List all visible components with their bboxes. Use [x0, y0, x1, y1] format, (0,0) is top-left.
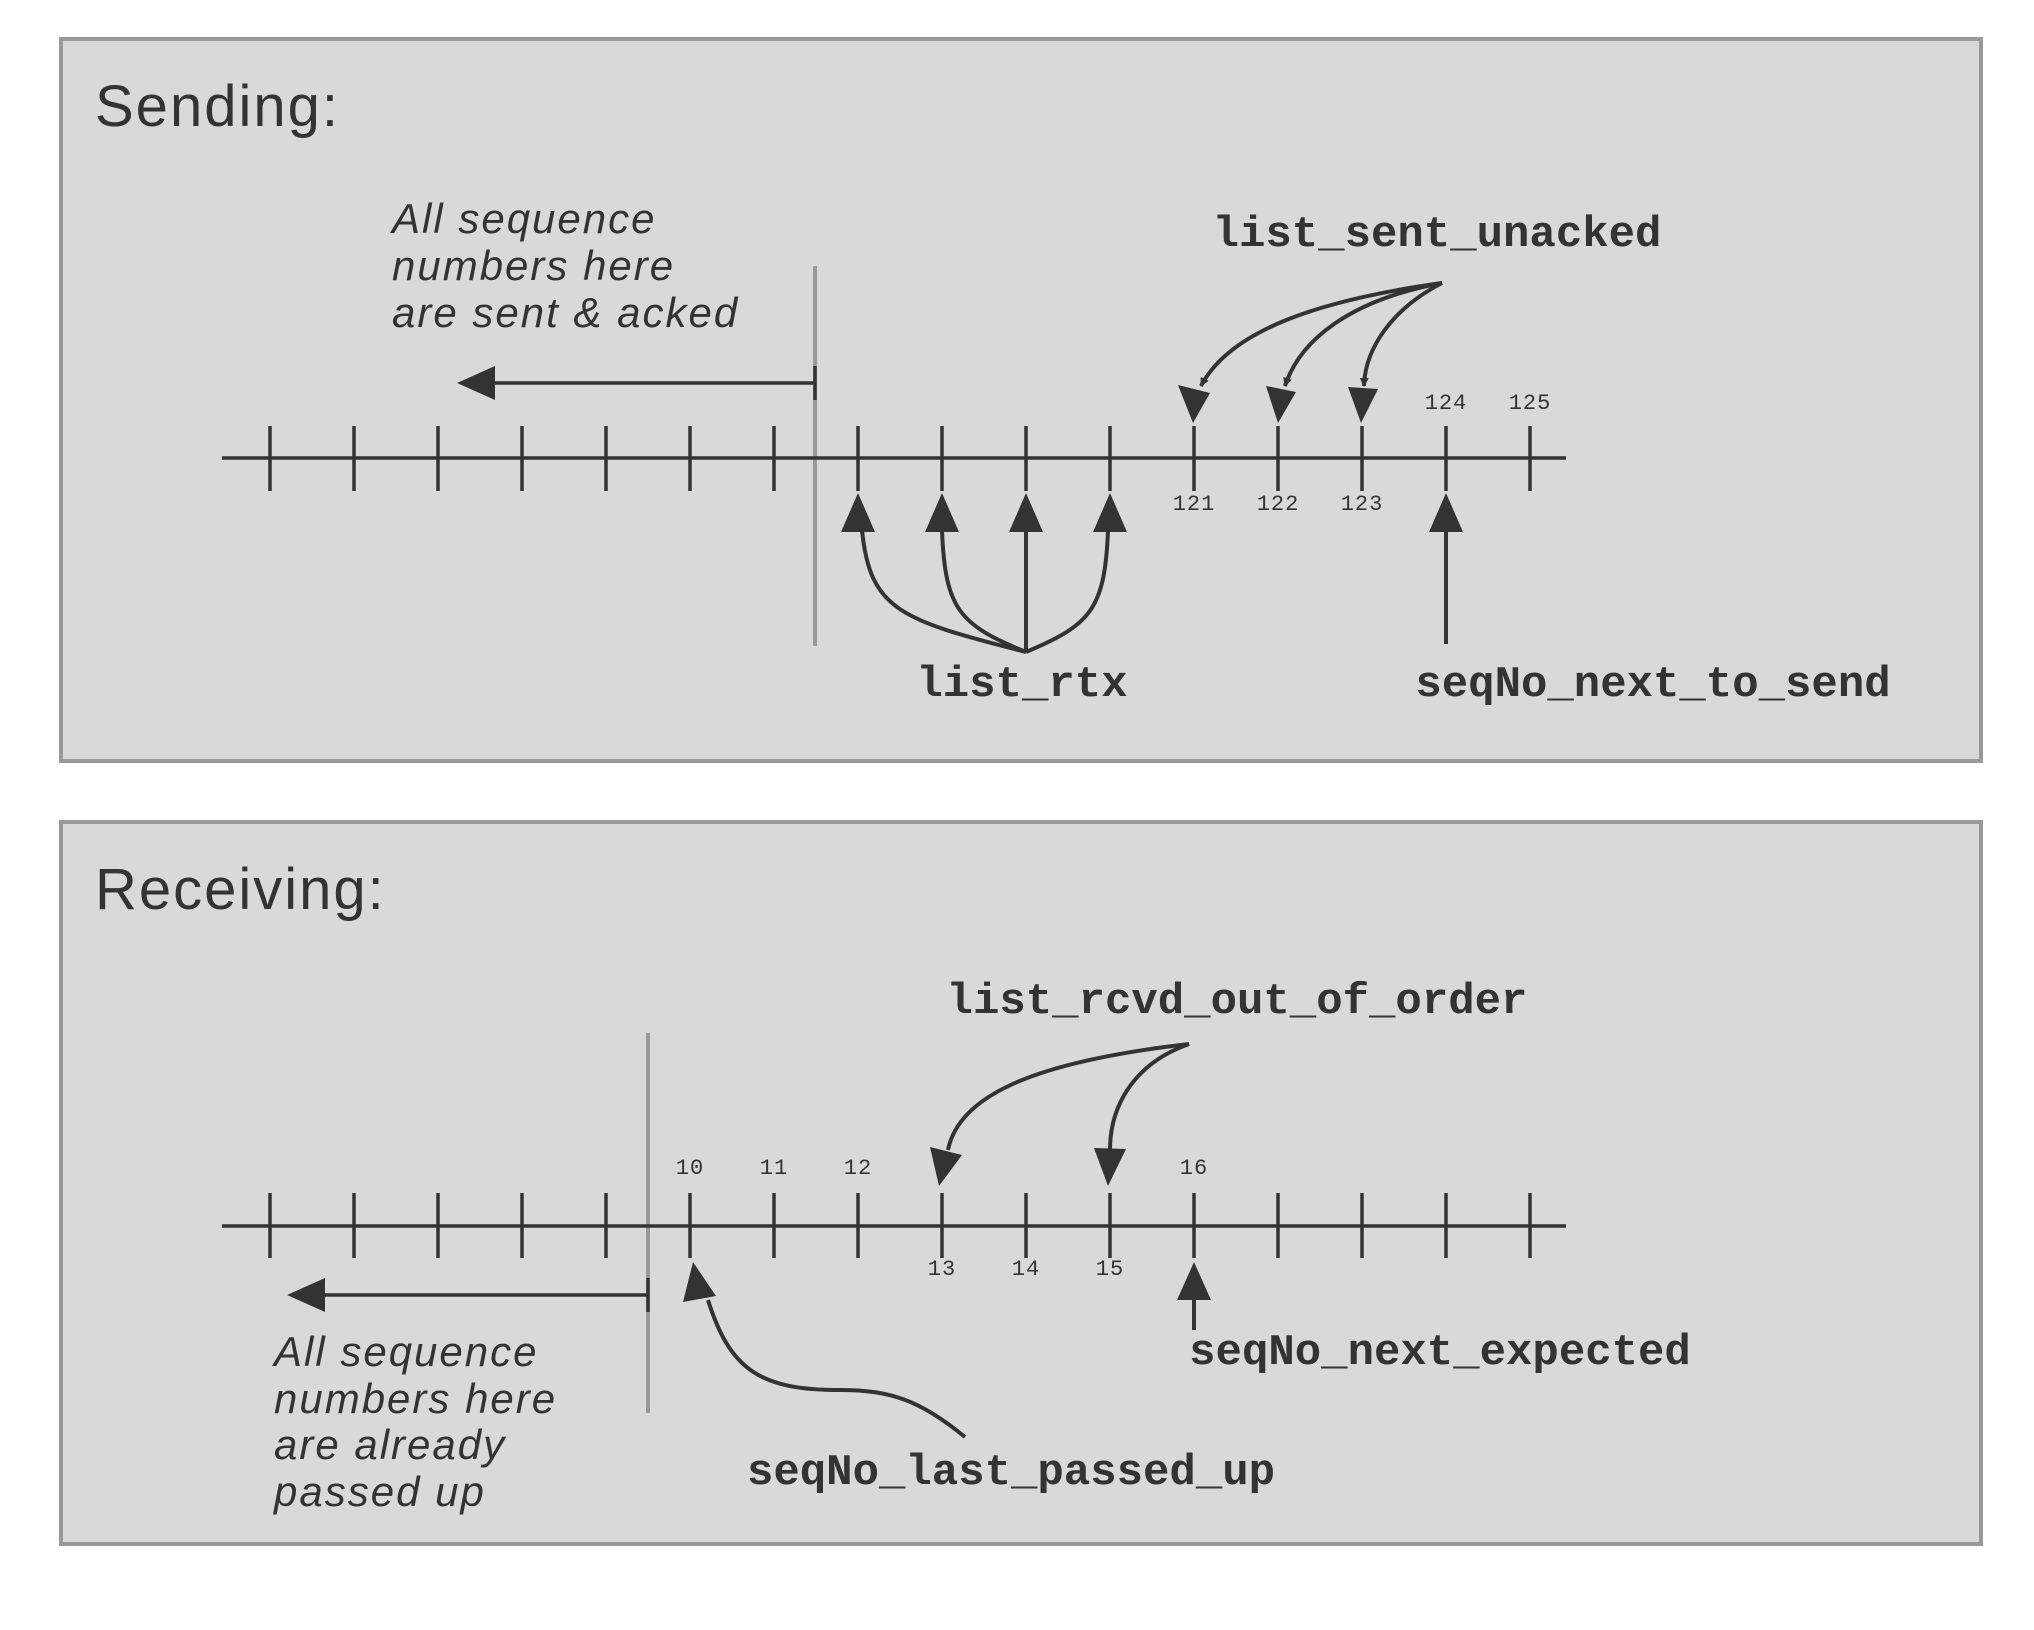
receiving-note-line: numbers here: [274, 1375, 557, 1422]
next-expected-arrowhead: [1177, 1262, 1211, 1300]
rtx-arrowhead: [1093, 493, 1127, 532]
sending-title: Sending:: [95, 74, 340, 139]
sending-note-line: are sent & acked: [392, 289, 739, 336]
receiving-panel-background: [59, 820, 1983, 1546]
receiving-ticks: [268, 1193, 1532, 1258]
sent-unacked-pointer: [1359, 281, 1443, 387]
sending-panel-background: [59, 37, 1983, 763]
sending-ticks: [268, 426, 1532, 491]
seqno-last-passed-up-label: seqNo_last_passed_up: [747, 1448, 1275, 1498]
sending-panel: Sending: All sequence numbers here are s…: [59, 37, 1983, 763]
rtx-arrowhead: [841, 493, 875, 532]
sent-unacked-arrowhead: [1266, 386, 1296, 423]
sent-unacked-pointer: [1283, 281, 1443, 387]
receiving-tick-label: 11: [760, 1156, 788, 1181]
receiving-passed-arrowhead: [287, 1278, 325, 1312]
rtx-pointer: [940, 529, 1027, 654]
out-of-order-arrowhead: [930, 1147, 962, 1186]
list-rcvd-out-of-order-label: list_rcvd_out_of_order: [947, 977, 1528, 1027]
rtx-arrowhead: [925, 493, 959, 532]
receiving-tick-label: 12: [844, 1156, 872, 1181]
receiving-panel: Receiving: list_rcvd_out_of_order 10 11 …: [59, 820, 1983, 1546]
receiving-tick-label: 14: [1012, 1257, 1040, 1282]
next-to-send-arrowhead: [1429, 493, 1463, 532]
out-of-order-pointer: [946, 1042, 1190, 1151]
seqno-next-to-send-label: seqNo_next_to_send: [1415, 660, 1890, 710]
sending-note-line: numbers here: [392, 242, 675, 289]
sending-tick-label: 123: [1341, 492, 1384, 517]
out-of-order-pointer: [1108, 1042, 1190, 1151]
sent-unacked-arrowhead: [1178, 385, 1210, 423]
sent-unacked-arrowhead: [1348, 387, 1378, 423]
sending-tick-label: 121: [1173, 492, 1216, 517]
sent-unacked-pointer: [1199, 281, 1443, 387]
sending-acked-arrowhead: [457, 366, 495, 400]
receiving-note-line: are already: [274, 1421, 507, 1468]
sending-tick-label: 124: [1425, 391, 1468, 416]
receiving-tick-label: 15: [1096, 1257, 1124, 1282]
receiving-tick-label: 13: [928, 1257, 956, 1282]
rtx-arrowhead: [1009, 493, 1043, 532]
receiving-passed-note: All sequence numbers here are already pa…: [271, 1328, 557, 1515]
list-sent-unacked-label: list_sent_unacked: [1213, 210, 1662, 260]
sending-tick-label: 125: [1509, 391, 1552, 416]
receiving-note-line: All sequence: [271, 1328, 539, 1375]
receiving-note-line: passed up: [272, 1468, 486, 1515]
sending-acked-note: All sequence numbers here are sent & ack…: [389, 195, 739, 336]
receiving-tick-label: 16: [1180, 1156, 1208, 1181]
sending-tick-label: 122: [1257, 492, 1300, 517]
seqno-next-expected-label: seqNo_next_expected: [1189, 1328, 1691, 1378]
out-of-order-arrowhead: [1094, 1148, 1126, 1186]
receiving-tick-label: 10: [676, 1156, 704, 1181]
rtx-pointer: [860, 529, 1027, 654]
rtx-pointer: [1025, 529, 1110, 654]
last-passed-up-pointer: [706, 1299, 967, 1439]
last-passed-up-arrowhead: [683, 1262, 716, 1302]
sending-note-line: All sequence: [389, 195, 657, 242]
receiving-title: Receiving:: [95, 857, 386, 922]
list-rtx-label: list_rtx: [916, 660, 1127, 710]
